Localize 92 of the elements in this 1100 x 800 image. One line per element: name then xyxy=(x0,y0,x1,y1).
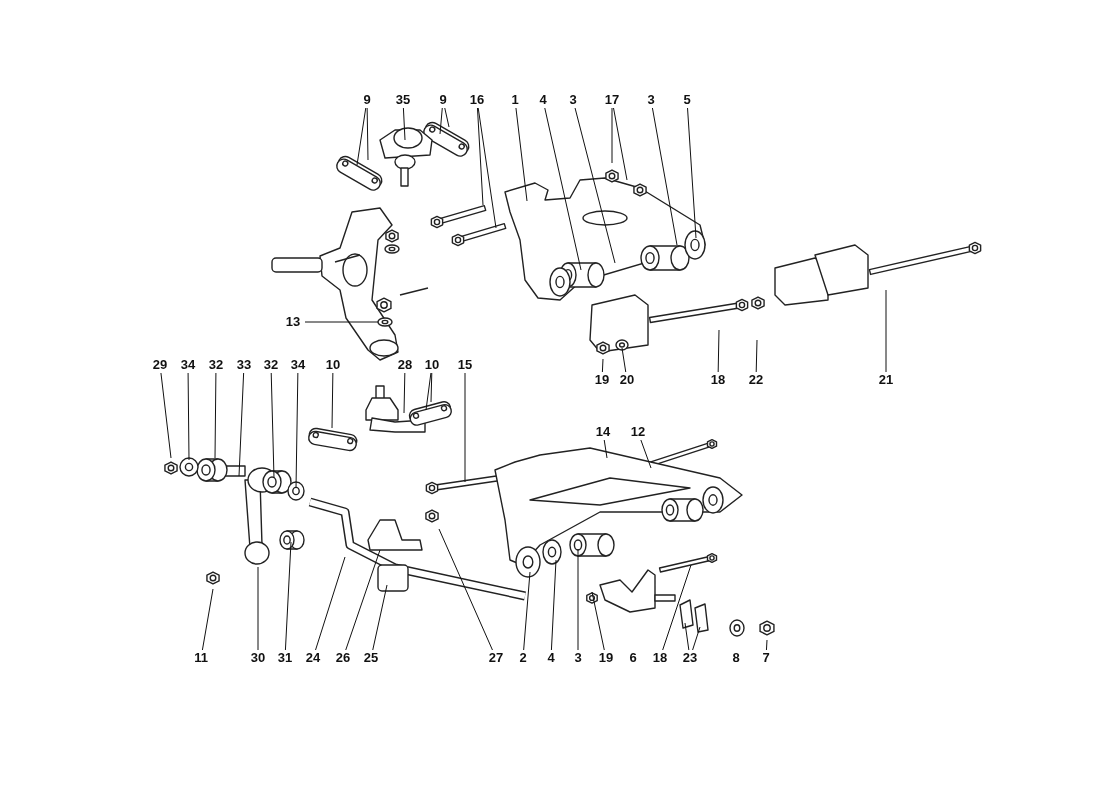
leader-line xyxy=(304,321,379,323)
leader-line xyxy=(544,107,582,271)
callout-number: 10 xyxy=(321,357,345,373)
leader-line xyxy=(765,639,768,651)
leader-line xyxy=(439,107,443,135)
callout-number: 19 xyxy=(594,650,618,666)
leader-line xyxy=(550,559,557,651)
leader-line xyxy=(684,622,690,651)
callout-number: 1 xyxy=(503,92,527,108)
leader-line xyxy=(356,107,367,166)
callout-number: 28 xyxy=(393,357,417,373)
callout-number: 22 xyxy=(744,372,768,388)
leader-line xyxy=(438,528,493,651)
callout-number: 32 xyxy=(204,357,228,373)
leader-line xyxy=(444,107,450,128)
leader-line xyxy=(692,626,701,651)
leader-line xyxy=(257,566,259,651)
callout-number: 5 xyxy=(675,92,699,108)
leader-line xyxy=(477,107,497,229)
callout-number: 3 xyxy=(566,650,590,666)
callout-number: 8 xyxy=(724,650,748,666)
callout-number: 30 xyxy=(246,650,270,666)
leader-line xyxy=(425,372,432,411)
callout-number: 23 xyxy=(678,650,702,666)
callout-number: 25 xyxy=(359,650,383,666)
callout-number: 17 xyxy=(600,92,624,108)
leader-line xyxy=(366,107,369,161)
callout-number: 13 xyxy=(281,314,305,330)
callout-number: 34 xyxy=(286,357,310,373)
callout-number: 20 xyxy=(615,372,639,388)
leader-line xyxy=(295,372,299,489)
leader-line xyxy=(214,372,217,459)
callout-number: 6 xyxy=(621,650,645,666)
leader-line xyxy=(372,584,388,651)
callout-number: 7 xyxy=(754,650,778,666)
leader-line xyxy=(651,107,678,246)
leader-line xyxy=(430,372,433,403)
callout-number: 18 xyxy=(706,372,730,388)
leader-line xyxy=(755,339,758,373)
leader-line xyxy=(515,107,528,202)
leader-line xyxy=(591,591,605,651)
callout-number: 34 xyxy=(176,357,200,373)
callout-number: 29 xyxy=(148,357,172,373)
leader-line xyxy=(315,556,346,651)
callout-number: 10 xyxy=(420,357,444,373)
callout-number: 26 xyxy=(331,650,355,666)
callout-number: 31 xyxy=(273,650,297,666)
leader-line xyxy=(476,107,484,206)
callout-number: 19 xyxy=(590,372,614,388)
callout-number: 11 xyxy=(189,650,213,666)
callout-number: 18 xyxy=(648,650,672,666)
callout-number: 3 xyxy=(561,92,585,108)
callout-number: 12 xyxy=(626,424,650,440)
callout-number: 33 xyxy=(232,357,256,373)
leader-line xyxy=(613,107,628,181)
leader-line xyxy=(662,564,692,651)
callout-number: 21 xyxy=(874,372,898,388)
callout-number: 4 xyxy=(531,92,555,108)
leader-line xyxy=(717,329,720,373)
callout-number: 15 xyxy=(453,357,477,373)
leader-line xyxy=(345,549,381,651)
callout-number: 16 xyxy=(465,92,489,108)
leader-line xyxy=(603,439,608,459)
callout-number: 9 xyxy=(431,92,455,108)
leader-line xyxy=(574,107,616,264)
leader-line xyxy=(270,372,275,479)
leader-line xyxy=(577,548,579,651)
leader-line xyxy=(187,372,190,461)
leader-line xyxy=(201,588,214,651)
callout-number: 3 xyxy=(639,92,663,108)
leader-line xyxy=(160,372,172,459)
leader-line xyxy=(621,347,627,373)
callout-number: 32 xyxy=(259,357,283,373)
callout-number: 14 xyxy=(591,424,615,440)
callout-number: 9 xyxy=(355,92,379,108)
leader-line xyxy=(611,107,613,164)
leader-line xyxy=(284,541,292,651)
leader-line xyxy=(402,107,406,141)
callout-number: 4 xyxy=(539,650,563,666)
leader-line xyxy=(523,571,531,651)
callout-number: 24 xyxy=(301,650,325,666)
leader-line xyxy=(464,372,466,483)
callout-number: 2 xyxy=(511,650,535,666)
callout-number: 35 xyxy=(391,92,415,108)
leader-line xyxy=(238,372,245,477)
leader-line xyxy=(885,289,887,373)
leader-line xyxy=(687,107,697,239)
leader-line xyxy=(640,439,652,469)
leader-line xyxy=(403,372,406,414)
leader-line xyxy=(331,372,334,429)
callout-number: 27 xyxy=(484,650,508,666)
leader-line xyxy=(601,358,604,373)
